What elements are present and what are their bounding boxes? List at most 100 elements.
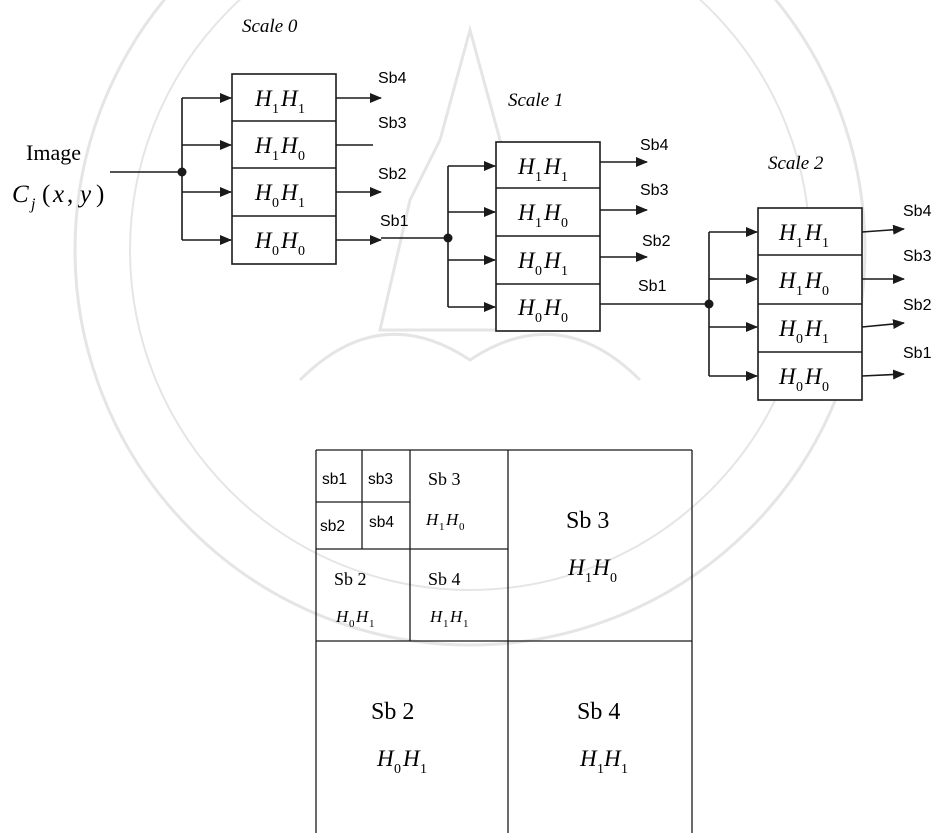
output-label: Sb3 [903,248,932,265]
svg-text:H: H [254,133,273,158]
subband-sb3: sb3 [368,471,393,488]
svg-text:H: H [425,510,440,529]
svg-text:0: 0 [610,571,617,586]
svg-text:0: 0 [561,311,568,326]
output-label: Sb3 [378,115,407,132]
scale-title: Scale 1 [508,90,563,111]
svg-text:H: H [402,746,421,771]
svg-text:0: 0 [796,380,803,395]
svg-text:H: H [543,295,562,320]
svg-text:H: H [778,220,797,245]
svg-text:1: 1 [561,170,568,185]
svg-text:H: H [543,200,562,225]
svg-text:H: H [445,510,460,529]
svg-text:1: 1 [621,762,628,777]
svg-text:(: ( [42,181,50,208]
svg-text:H: H [280,180,299,205]
subband-level2-sb2: Sb 2 [334,569,367,589]
svg-text:1: 1 [585,571,592,586]
svg-text:1: 1 [535,216,542,231]
svg-text:1: 1 [597,762,604,777]
output-label: Sb4 [640,137,669,154]
svg-text:0: 0 [822,380,829,395]
svg-text:H: H [517,200,536,225]
svg-text:C: C [12,181,29,208]
svg-text:1: 1 [298,196,305,211]
svg-text:H: H [804,268,823,293]
svg-text:1: 1 [535,170,542,185]
svg-text:1: 1 [369,618,375,630]
output-arrow [862,229,904,232]
scale-title: Scale 0 [242,16,298,37]
svg-text:1: 1 [272,102,279,117]
svg-text:0: 0 [298,149,305,164]
svg-text:): ) [96,181,104,208]
output-label: Sb1 [903,345,932,362]
output-label: Sb2 [378,166,407,183]
svg-text:j: j [29,196,36,213]
output-label: Sb2 [903,297,932,314]
subband-level2-sb4-filter: H1H1 [429,607,469,630]
svg-text:1: 1 [561,264,568,279]
subband-level2-sb4: Sb 4 [428,569,461,589]
svg-text:H: H [254,180,273,205]
svg-text:1: 1 [298,102,305,117]
svg-text:H: H [804,364,823,389]
svg-text:0: 0 [796,332,803,347]
output-arrow [862,374,904,376]
svg-text:H: H [280,228,299,253]
subband-sb4: sb4 [369,514,394,531]
output-label: Sb3 [640,182,669,199]
svg-text:1: 1 [463,618,469,630]
watermark-seal [75,0,865,645]
output-label: Sb1 [380,213,409,230]
svg-text:H: H [449,607,464,626]
svg-text:H: H [543,248,562,273]
svg-text:1: 1 [796,284,803,299]
input-label: Image [26,140,81,165]
svg-text:0: 0 [561,216,568,231]
output-arrow [862,323,904,327]
svg-text:0: 0 [394,762,401,777]
subband-sb1: sb1 [322,471,347,488]
subband-level1-sb2: Sb 2 [371,699,414,725]
svg-text:H: H [429,607,444,626]
svg-text:0: 0 [298,244,305,259]
svg-text:,: , [67,181,73,208]
svg-text:1: 1 [822,332,829,347]
subband-level1-sb3: Sb 3 [566,508,609,534]
svg-text:1: 1 [272,149,279,164]
subband-sb2: sb2 [320,518,345,535]
svg-text:H: H [543,154,562,179]
svg-text:H: H [335,607,350,626]
svg-text:H: H [355,607,370,626]
svg-text:1: 1 [420,762,427,777]
subband-level1-sb4: Sb 4 [577,699,620,725]
svg-text:H: H [567,555,586,580]
svg-text:H: H [254,228,273,253]
svg-text:H: H [579,746,598,771]
svg-text:0: 0 [822,284,829,299]
svg-text:H: H [778,316,797,341]
svg-text:H: H [254,86,273,111]
output-label: Sb1 [638,278,667,295]
svg-text:1: 1 [443,618,449,630]
svg-text:y: y [77,181,92,208]
svg-text:0: 0 [272,196,279,211]
svg-text:1: 1 [822,236,829,251]
output-label: Sb4 [903,203,932,220]
svg-text:H: H [376,746,395,771]
output-label: Sb4 [378,70,407,87]
output-label: Sb2 [642,233,671,250]
svg-text:H: H [603,746,622,771]
svg-text:H: H [517,295,536,320]
svg-text:1: 1 [796,236,803,251]
